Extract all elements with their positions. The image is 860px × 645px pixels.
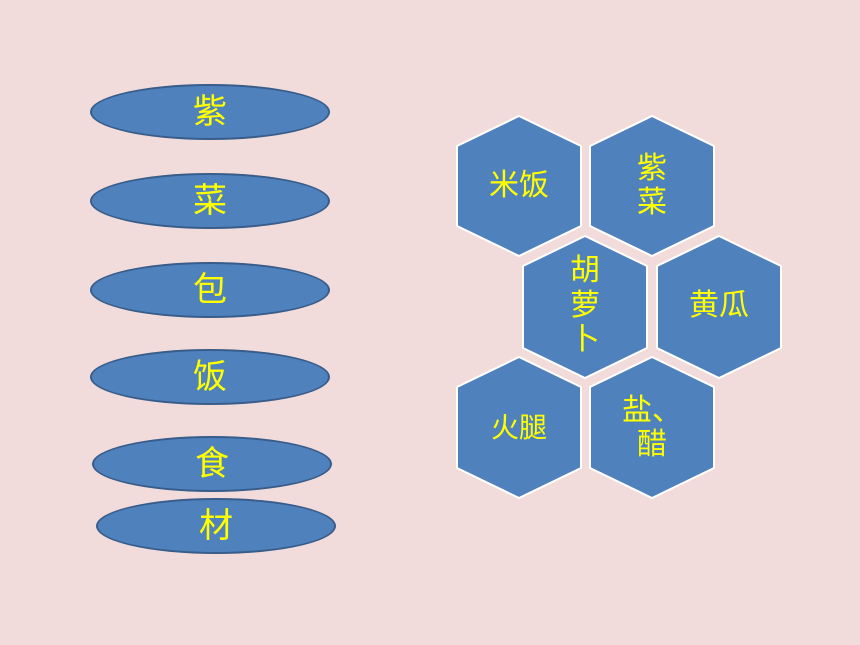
hex-ham-text: 火腿 xyxy=(490,410,547,444)
oval-char-3-text: 包 xyxy=(193,270,227,310)
hex-carrot xyxy=(522,234,648,380)
hex-carrot-text-3: 卜 xyxy=(570,322,600,358)
oval-char-4-text: 饭 xyxy=(193,357,227,397)
hex-salt-vinegar-label: 盐、 醋 xyxy=(592,388,712,468)
hex-salt-vinegar xyxy=(589,355,715,500)
oval-char-2: 菜 xyxy=(90,173,330,229)
hex-seaweed-label: 紫 菜 xyxy=(592,146,712,226)
hex-carrot-label: 胡 萝 卜 xyxy=(525,250,645,362)
hex-salt-vinegar-text-2: 醋 xyxy=(637,427,667,462)
oval-char-1-text: 紫 xyxy=(193,92,227,132)
hex-rice-text: 米饭 xyxy=(489,167,549,203)
hex-ham-label: 火腿 xyxy=(459,402,579,454)
hex-carrot-text-2: 萝 xyxy=(570,287,600,323)
hex-salt-vinegar-text-1: 盐、 xyxy=(622,392,682,428)
hex-cucumber-text: 黄瓜 xyxy=(689,287,749,323)
oval-char-3: 包 xyxy=(90,262,330,318)
oval-char-1: 紫 xyxy=(90,84,330,140)
oval-char-5-text: 食 xyxy=(195,444,229,484)
hex-carrot-text-1: 胡 xyxy=(570,253,600,289)
hex-seaweed-text-2: 菜 xyxy=(637,185,667,220)
hex-cucumber xyxy=(656,234,782,380)
hex-seaweed-text-1: 紫 xyxy=(637,150,667,186)
hex-rice-label: 米饭 xyxy=(459,160,579,212)
oval-char-5: 食 xyxy=(92,436,332,492)
oval-char-4: 饭 xyxy=(90,349,330,405)
oval-char-6: 材 xyxy=(96,498,336,554)
oval-char-6-text: 材 xyxy=(199,506,233,546)
oval-char-2-text: 菜 xyxy=(193,181,227,221)
hex-rice xyxy=(456,114,582,258)
hex-cucumber-label: 黄瓜 xyxy=(659,280,779,332)
hex-ham xyxy=(456,355,582,500)
hex-seaweed xyxy=(589,114,715,258)
